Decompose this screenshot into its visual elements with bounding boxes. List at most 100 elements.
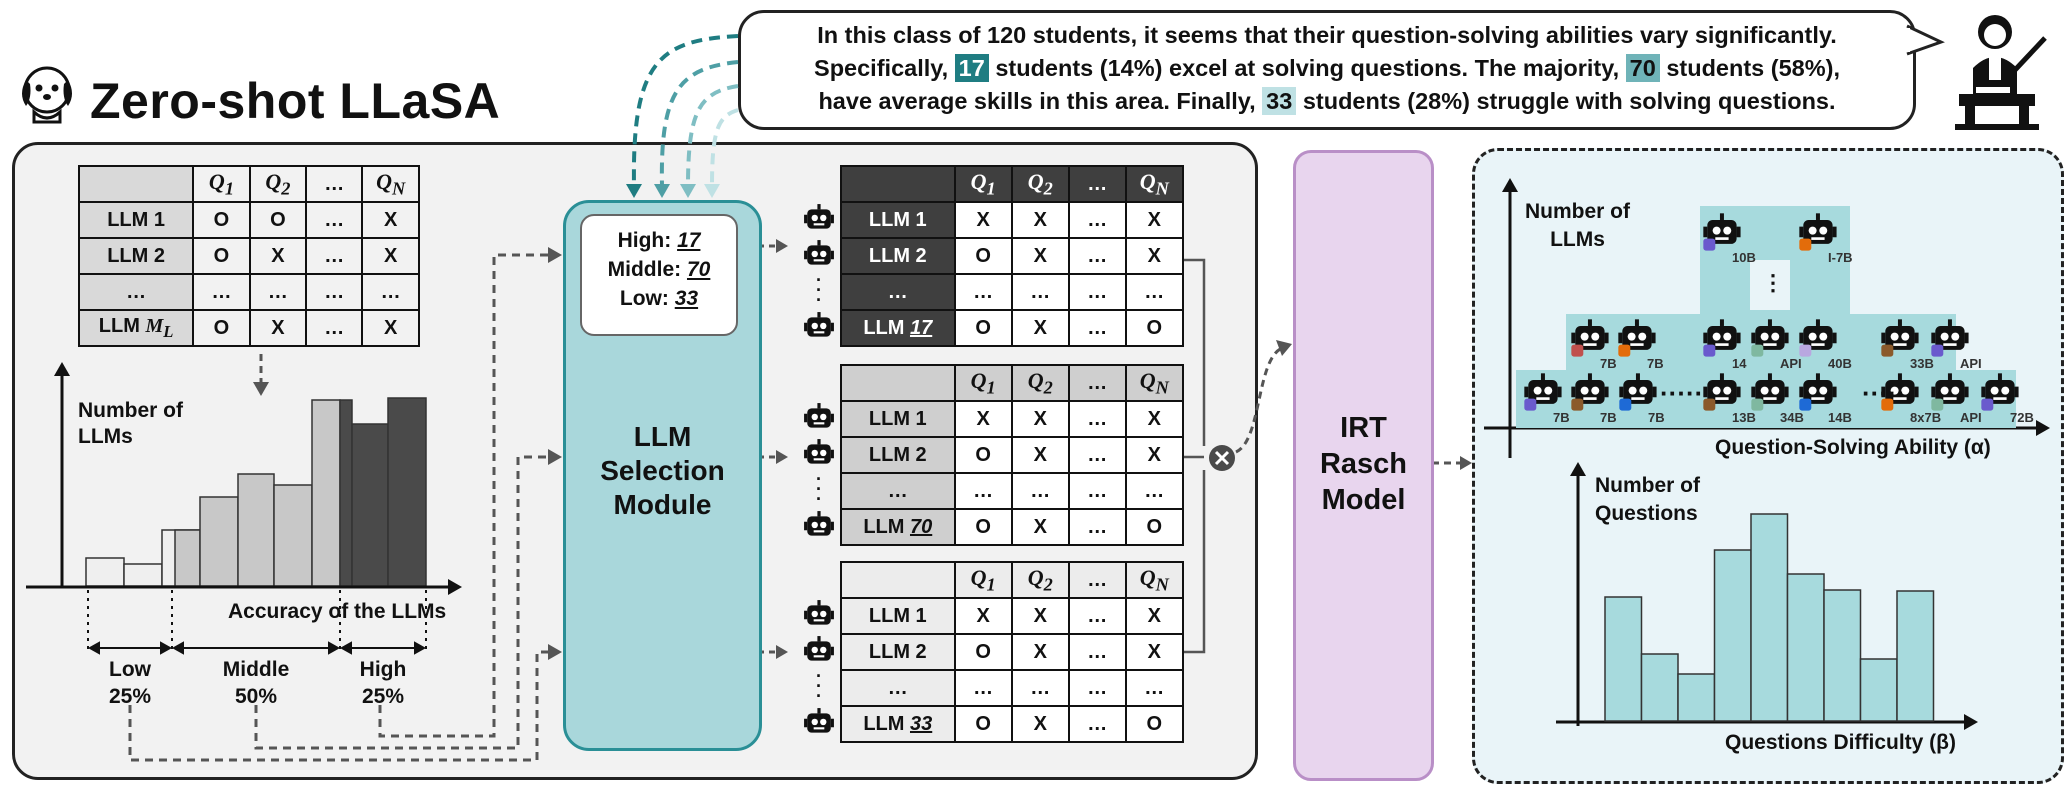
matrix-cell: X: [248, 309, 308, 347]
difficulty-bar: [1786, 573, 1825, 722]
subtable-cell: …: [1124, 472, 1185, 510]
subtable-cell: …: [1124, 273, 1185, 311]
matrix-cell: …: [305, 273, 364, 311]
page-title: Zero-shot LLaSA: [90, 73, 501, 129]
subtable-cell: O: [1124, 705, 1185, 743]
subtable-cell: X: [1010, 705, 1070, 743]
subtable-cell: …: [1067, 508, 1127, 546]
subtable-row-label: LLM 33: [840, 705, 956, 743]
matrix-cell: X: [248, 237, 308, 275]
subtable-cell: X: [1010, 508, 1070, 546]
low-count: Low: 33: [619, 287, 699, 310]
teacher-icon: [1955, 15, 2047, 130]
subtable-cell: X: [1010, 597, 1070, 635]
selection-counts-box: High: 17 Middle: 70 Low: 33: [580, 214, 738, 336]
subtable-cell: X: [1124, 633, 1185, 671]
subtable-header: …: [1067, 165, 1127, 203]
subtable-cell: X: [953, 201, 1013, 239]
matrix-cell: X: [361, 309, 420, 347]
subtable-header: Q2: [1010, 165, 1070, 203]
subtable-cell: …: [953, 472, 1013, 510]
subtable-header: Q2: [1010, 561, 1070, 599]
subtable-header: Q1: [953, 364, 1013, 402]
llm-robot-icon: [1881, 319, 1919, 357]
llm-robot-icon: [1799, 213, 1837, 251]
subtable-row-label: …: [840, 472, 956, 510]
matrix-cell: …: [305, 309, 364, 347]
vertical-ellipsis: ···: [816, 469, 822, 509]
model-size-label: API: [1780, 356, 1802, 371]
speech-bubble: In this class of 120 students, it seems …: [738, 10, 1916, 130]
llm-robot-icon: [1799, 373, 1837, 411]
subtable-cell: X: [1010, 436, 1070, 474]
difficulty-bar: [1713, 549, 1752, 722]
speech-line-3: have average skills in this area. Finall…: [818, 87, 1836, 115]
llm-robot-icon: [1799, 319, 1837, 357]
subtable-cell: …: [1067, 705, 1127, 743]
model-size-label: 40B: [1828, 356, 1852, 371]
subtable-header: …: [1067, 561, 1127, 599]
subtable-corner: [840, 364, 956, 402]
robot-icon: [803, 707, 835, 744]
subtable-cell: X: [1010, 400, 1070, 438]
subtable-cell: X: [1124, 597, 1185, 635]
model-size-label: 13B: [1732, 410, 1756, 425]
matrix-cell: …: [192, 273, 251, 311]
histogram-xlabel: Accuracy of the LLMs: [228, 600, 447, 623]
subtable-cell: …: [953, 669, 1013, 707]
difficulty-bar: [1823, 589, 1862, 722]
subtable-cell: O: [953, 309, 1013, 347]
subtable-cell: X: [1010, 309, 1070, 347]
model-size-label: 72B: [2010, 410, 2034, 425]
difficulty-bar: [1859, 658, 1898, 722]
subtable-cell: …: [1010, 273, 1070, 311]
matrix-cell: O: [192, 237, 251, 275]
llm-robot-icon: [1703, 373, 1741, 411]
subtable-cell: …: [1067, 309, 1127, 347]
matrix-cell: …: [305, 237, 364, 275]
subtable-cell: O: [953, 237, 1013, 275]
difficulty-bar: [1640, 653, 1679, 722]
subtable-header: QN: [1124, 561, 1185, 599]
subtable-cell: …: [1067, 201, 1127, 239]
horizontal-ellipsis: ·····: [1862, 378, 1905, 408]
subtable-cell: …: [1067, 237, 1127, 275]
subtable-cell: X: [1124, 201, 1185, 239]
subtable-corner: [840, 165, 956, 203]
difficulty-bar: [1677, 673, 1716, 722]
matrix-cell: …: [361, 273, 420, 311]
ability-y-arrow: [1502, 178, 1518, 192]
llm-robot-icon: [1931, 373, 1969, 411]
robot-icon: [803, 311, 835, 348]
llm-robot-icon: [1751, 373, 1789, 411]
robot-icon: [803, 239, 835, 276]
model-size-label: 7B: [1647, 356, 1664, 371]
subtable-cell: X: [953, 400, 1013, 438]
low-count-highlight: 33: [1262, 87, 1297, 115]
difficulty-bar: [1896, 590, 1935, 722]
speech-line-1: In this class of 120 students, it seems …: [817, 22, 1837, 48]
model-size-label: 34B: [1780, 410, 1804, 425]
model-size-label: 33B: [1910, 356, 1934, 371]
difficulty-bar: [1750, 513, 1789, 722]
subtable-cell: O: [1124, 508, 1185, 546]
llm-robot-icon: [1931, 319, 1969, 357]
matrix-col-q2: Q2: [248, 165, 308, 203]
subtable-cell: …: [1124, 669, 1185, 707]
subtable-row-label: LLM 1: [840, 597, 956, 635]
subtable-cell: X: [1010, 201, 1070, 239]
middle-count-highlight: 70: [1625, 54, 1660, 82]
middle-count: Middle: 70: [607, 258, 711, 281]
subtable-cell: X: [953, 597, 1013, 635]
subtable-cell: …: [1067, 472, 1127, 510]
subtable-cell: …: [953, 273, 1013, 311]
subtable-row-label: LLM 2: [840, 237, 956, 275]
subtable-row-label: LLM 1: [840, 400, 956, 438]
